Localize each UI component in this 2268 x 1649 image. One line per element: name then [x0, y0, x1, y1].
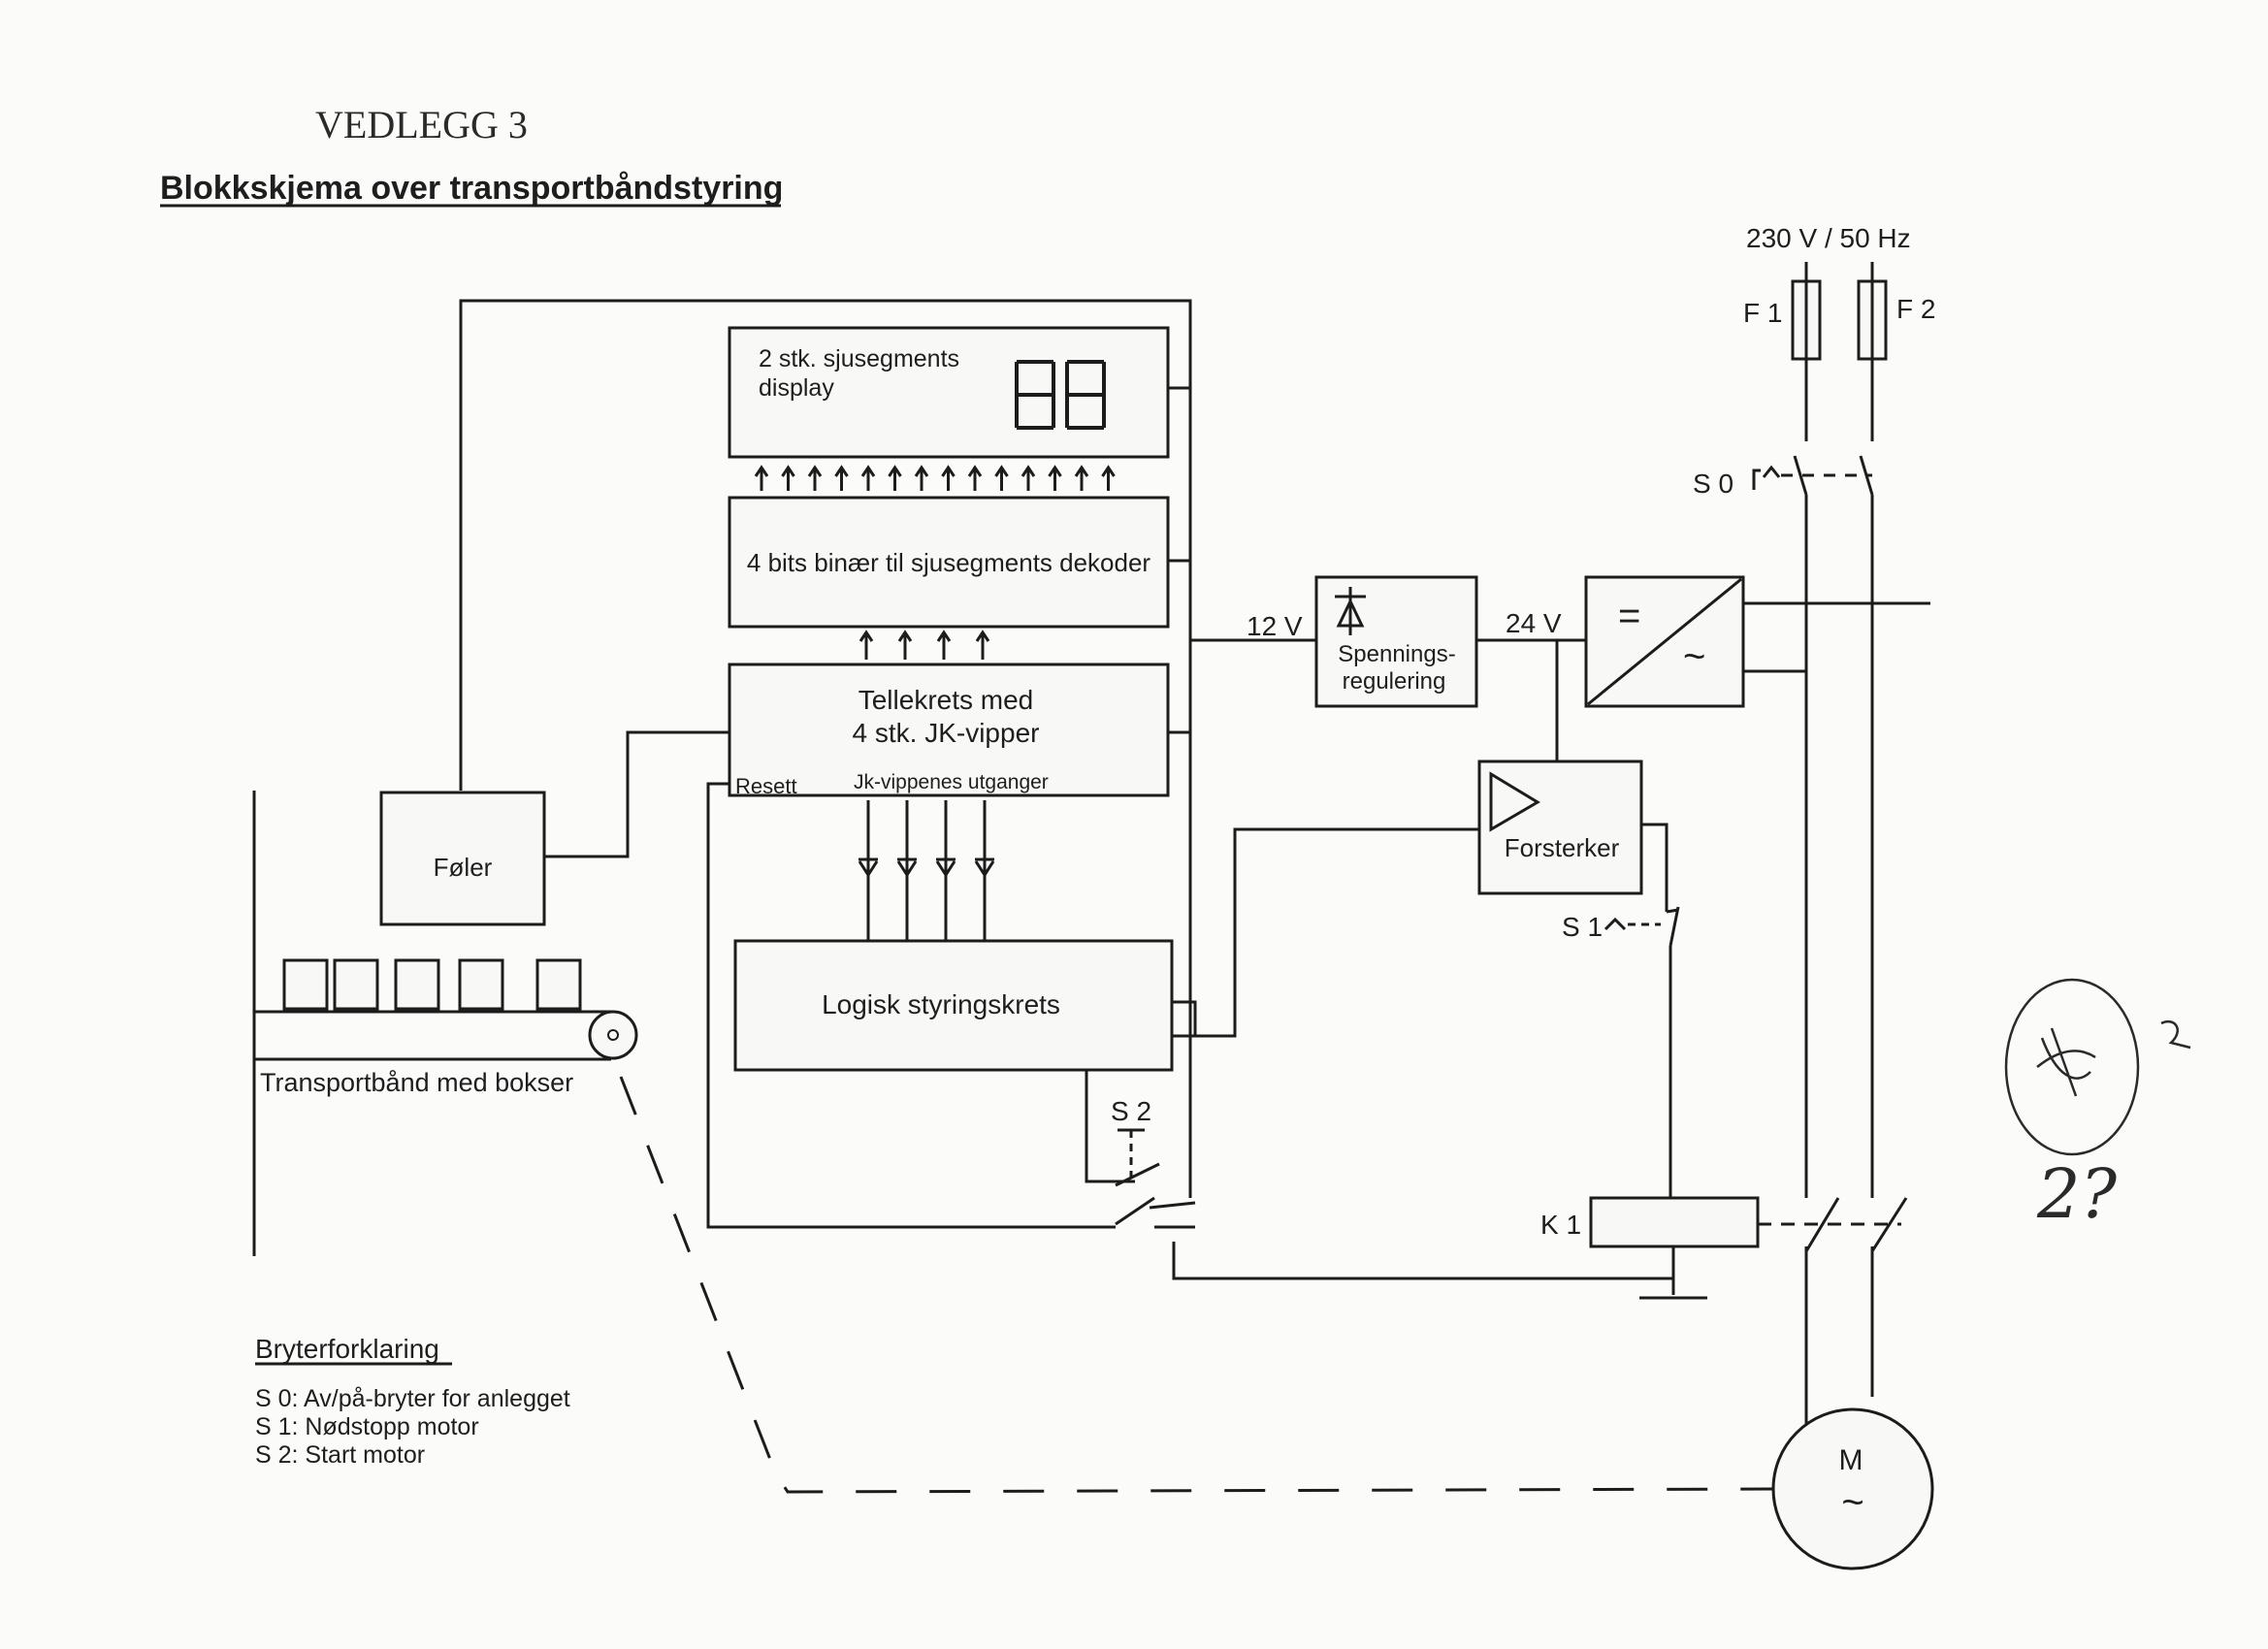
- display-label-2: display: [759, 374, 834, 402]
- regulator-label-1: Spennings-: [1338, 641, 1455, 667]
- vedlegg-label: VEDLEGG 3: [315, 103, 528, 146]
- reset-wire: [706, 782, 1116, 1229]
- motor-m-label: M: [1839, 1444, 1863, 1476]
- mechanical-drive-link: [619, 1076, 1774, 1494]
- decoder-to-display-bus: [754, 465, 1116, 491]
- motor-ac-label: ~: [1841, 1481, 1863, 1524]
- amplifier-to-s1-wire: [1641, 823, 1669, 912]
- counter-label-1: Tellekrets med: [859, 685, 1034, 715]
- outputs-label: Jk-vippenes utganger: [854, 771, 1049, 793]
- segment-line-arrow: [754, 465, 769, 491]
- segment-line-arrow: [860, 465, 876, 491]
- logic-label: Logisk styringskrets: [822, 989, 1060, 1019]
- logic-to-s2-wire: [1085, 1070, 1135, 1183]
- f1-label: F 1: [1743, 298, 1782, 328]
- roller-axle-icon: [607, 1029, 619, 1041]
- legend-item-s0: S 0: Av/på-bryter for anlegget: [255, 1385, 570, 1412]
- 24v-label: 24 V: [1506, 608, 1562, 638]
- sensor-label: Føler: [434, 853, 493, 882]
- display-label-1: 2 stk. sjusegments: [759, 345, 959, 372]
- segment-line-arrow: [781, 465, 795, 491]
- conveyor-roller-icon: [588, 1010, 638, 1060]
- segment-line-arrow: [1074, 465, 1089, 491]
- conveyor-box: [458, 958, 504, 1011]
- conveyor-box: [282, 958, 329, 1011]
- jk-outputs-bus: [858, 800, 995, 941]
- logic-block: [733, 939, 1174, 1072]
- jk-output-arrow: [974, 800, 995, 941]
- conveyor-boxes: [282, 958, 582, 1011]
- regulator-label-2: regulering: [1343, 668, 1446, 695]
- amplifier-label: Forsterker: [1505, 833, 1620, 862]
- conveyor-label: Transportbånd med bokser: [260, 1068, 573, 1097]
- conveyor-box: [535, 958, 582, 1011]
- handwritten-grade-mark: [2004, 978, 2191, 1156]
- sensor-wire: [544, 730, 729, 858]
- segment-line-arrow: [1048, 465, 1062, 491]
- legend-title: Bryterforklaring: [255, 1334, 439, 1364]
- jk-output-arrow: [858, 800, 879, 941]
- amplifier-triangle-icon: [1489, 771, 1540, 832]
- bcd-line-arrow: [859, 630, 874, 660]
- regulator-block: [1314, 575, 1478, 708]
- seven-segment-digits-icon: [1015, 360, 1106, 430]
- conveyor-box: [333, 958, 379, 1011]
- conveyor-box: [394, 958, 440, 1011]
- bcd-line-arrow: [897, 630, 913, 660]
- s0-label: S 0: [1693, 469, 1733, 499]
- handwritten-note: 2?: [2036, 1154, 2118, 1234]
- 12v-label: 12 V: [1247, 611, 1303, 641]
- segment-line-arrow: [1021, 465, 1036, 491]
- supply-label: 230 V / 50 Hz: [1746, 223, 1911, 253]
- legend-item-s2: S 2: Start motor: [255, 1441, 425, 1469]
- s2-to-coil-wire: [1172, 1242, 1673, 1280]
- s2-label: S 2: [1111, 1096, 1151, 1126]
- counter-block: [728, 663, 1170, 797]
- display-block: [728, 326, 1170, 459]
- decoder-block: [728, 496, 1170, 629]
- counter-to-decoder-bus: [859, 630, 990, 660]
- s0-switch-icon: [1752, 455, 1874, 496]
- logic-output-tab: [1172, 1000, 1197, 1038]
- segment-line-arrow: [888, 465, 902, 491]
- resett-label: Resett: [735, 774, 797, 798]
- k1-label: K 1: [1540, 1210, 1581, 1240]
- logic-to-amplifier-wire: [1195, 827, 1479, 1038]
- dc-symbol: =: [1618, 595, 1640, 637]
- s1-label: S 1: [1562, 912, 1603, 942]
- page-title: Blokkskjema over transportbåndstyring: [160, 170, 783, 207]
- ac-symbol: ~: [1683, 635, 1705, 678]
- diode-icon: [1335, 587, 1366, 635]
- decoder-label: 4 bits binær til sjusegments dekoder: [747, 548, 1151, 577]
- rectifier-diagonal: [1587, 577, 1742, 706]
- f2-label: F 2: [1896, 294, 1935, 324]
- segment-line-arrow: [834, 465, 849, 491]
- k1-contacts-icon: [1804, 1197, 1908, 1252]
- segment-line-arrow: [914, 465, 929, 491]
- s1-switch-icon: [1604, 906, 1680, 1203]
- segment-line-arrow: [1101, 465, 1116, 491]
- segment-line-arrow: [807, 465, 823, 491]
- jk-output-arrow: [896, 800, 918, 941]
- jk-output-arrow: [935, 800, 956, 941]
- top-bus-wire: [459, 299, 1192, 1198]
- s2-switch-icon: [1115, 1128, 1196, 1229]
- sensor-block: [379, 791, 546, 926]
- segment-line-arrow: [967, 465, 983, 491]
- k1-coil: [1589, 1196, 1760, 1248]
- segment-line-arrow: [941, 465, 956, 491]
- segment-line-arrow: [994, 465, 1009, 491]
- bcd-line-arrow: [936, 630, 952, 660]
- counter-label-2: 4 stk. JK-vipper: [853, 718, 1040, 748]
- bcd-line-arrow: [975, 630, 990, 660]
- legend-item-s1: S 1: Nødstopp motor: [255, 1413, 479, 1440]
